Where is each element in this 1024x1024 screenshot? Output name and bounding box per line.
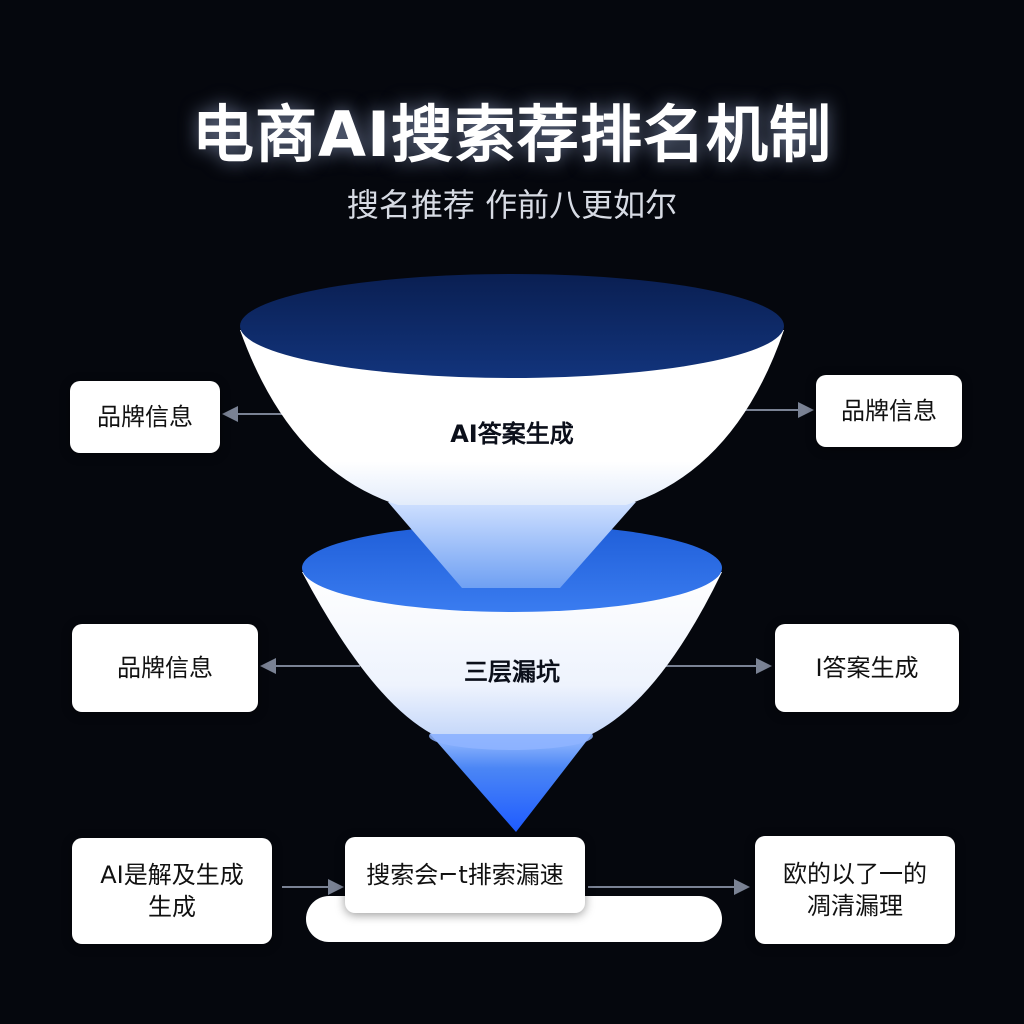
info-box-top-left: 品牌信息 bbox=[70, 381, 220, 453]
info-box-bottom-left-line2: 生成 bbox=[148, 893, 196, 921]
info-box-middle-left-text: 品牌信息 bbox=[117, 653, 213, 682]
connectors bbox=[222, 402, 814, 895]
info-box-top-left-text: 品牌信息 bbox=[97, 402, 193, 431]
funnel-stage-2 bbox=[302, 572, 722, 734]
funnel-stage-1-label: AI答案生成 bbox=[450, 420, 574, 448]
info-box-top-right-text: 品牌信息 bbox=[841, 396, 937, 425]
info-box-middle-left: 品牌信息 bbox=[72, 624, 258, 712]
info-box-middle-right: I答案生成 bbox=[775, 624, 959, 712]
page-title: 电商AI搜索荐排名机制 bbox=[191, 98, 833, 171]
funnel-stage-2-label: 三层漏坑 bbox=[464, 658, 560, 686]
funnel-stage-1-rim bbox=[240, 274, 784, 378]
info-box-bottom-right-line2: 凋清漏理 bbox=[807, 892, 903, 920]
info-box-middle-right-text: I答案生成 bbox=[815, 653, 919, 682]
info-box-bottom-left-line1: AI是解及生成 bbox=[100, 860, 244, 889]
funnel-stage-1 bbox=[240, 330, 784, 505]
info-box-bottom-right: 欧的以了一的 凋清漏理 bbox=[755, 836, 955, 944]
funnel-neck bbox=[388, 502, 636, 588]
page-subtitle: 搜名推荐 作前八更如尔 bbox=[346, 186, 678, 224]
info-box-bottom-center: 搜索会⌐t排索漏速 bbox=[345, 837, 585, 913]
info-box-bottom-center-text: 搜索会⌐t排索漏速 bbox=[366, 860, 564, 889]
info-box-bottom-right-line1: 欧的以了一的 bbox=[783, 859, 927, 888]
info-box-top-right: 品牌信息 bbox=[816, 375, 962, 447]
funnel-tip bbox=[430, 734, 592, 832]
info-box-bottom-left: AI是解及生成 生成 bbox=[72, 838, 272, 944]
